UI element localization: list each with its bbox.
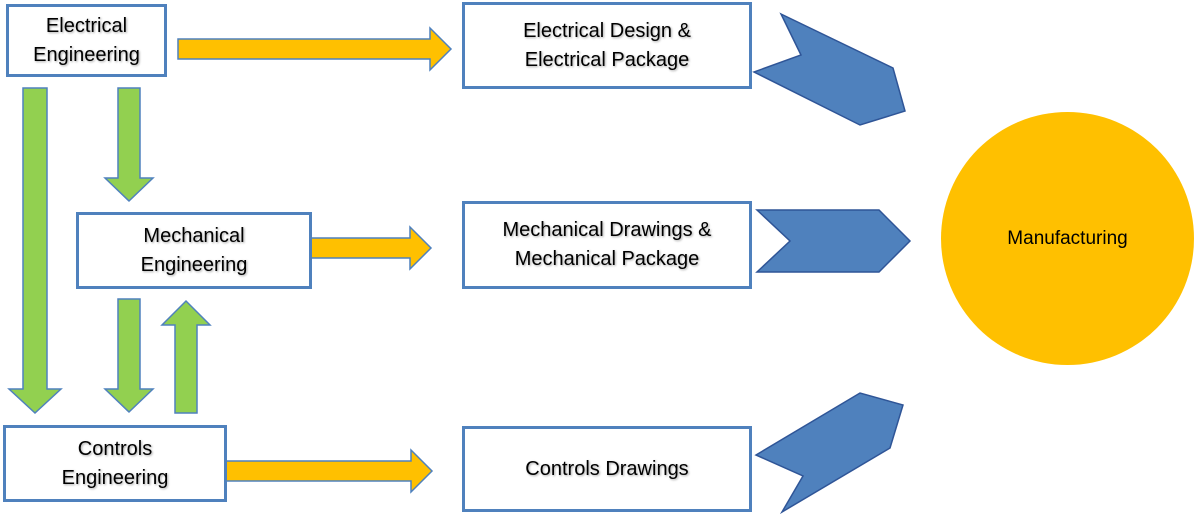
box-line: Mechanical Package [514, 248, 700, 270]
box-line: Engineering [140, 253, 248, 276]
electrical-package-box: Electrical Design & Electrical Package [462, 2, 752, 89]
arrow-controls-to-package [217, 448, 434, 494]
chevron-mechanical-to-manufacturing [755, 209, 912, 273]
box-line: Controls Drawings [525, 457, 689, 480]
controls-engineering-box: Controls Engineering [3, 425, 227, 502]
box-line: Electrical Package [524, 48, 690, 71]
box-line: Controls [77, 437, 153, 460]
box-line: Engineering [33, 43, 140, 66]
box-line: Electrical Design & [523, 19, 691, 42]
arrow-electrical-to-package [177, 26, 453, 72]
box-line: Engineering [61, 466, 169, 489]
chevron-controls-to-manufacturing [754, 392, 904, 515]
arrow-controls-to-mechanical [160, 299, 212, 414]
mechanical-engineering-box: Mechanical Engineering [76, 212, 312, 289]
mechanical-package-box: Mechanical Drawings & Mechanical Package [462, 201, 752, 289]
manufacturing-label: Manufacturing [1007, 227, 1128, 249]
arrow-mechanical-to-controls [103, 298, 155, 414]
arrow-mechanical-to-package [307, 225, 433, 271]
arrow-electrical-to-controls [7, 87, 63, 415]
electrical-engineering-box: Electrical Engineering [6, 4, 167, 77]
box-line: Mechanical [143, 224, 245, 247]
manufacturing-circle: Manufacturing [941, 112, 1194, 365]
controls-package-box: Controls Drawings [462, 426, 752, 512]
box-line: Mechanical Drawings & [502, 219, 712, 241]
box-line: Electrical [45, 14, 128, 37]
chevron-electrical-to-manufacturing [752, 12, 906, 126]
arrow-electrical-to-mechanical [103, 87, 155, 203]
